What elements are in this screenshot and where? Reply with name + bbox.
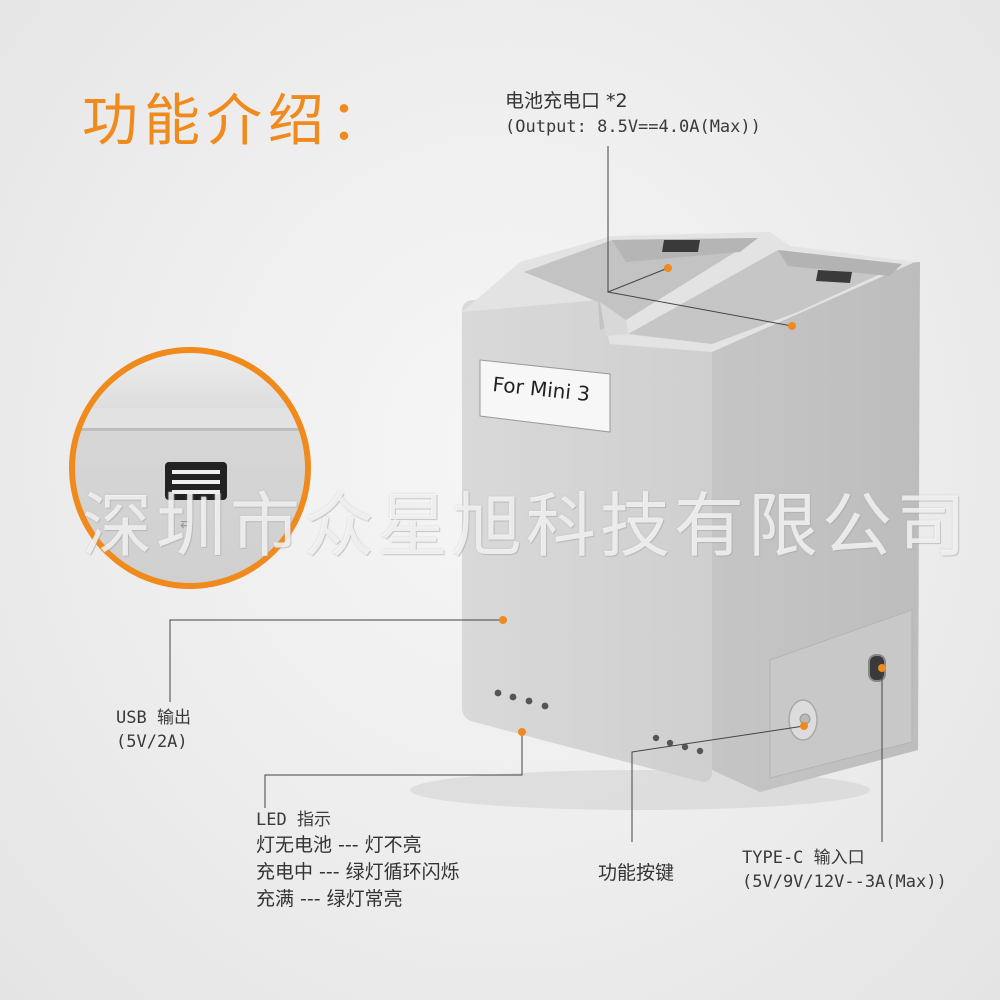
callout-dot-typec <box>878 664 886 672</box>
led-side-1 <box>652 734 660 742</box>
svg-text:⇄: ⇄ <box>180 516 192 532</box>
callout-line-button <box>631 725 805 842</box>
callout-dot-battery-left <box>664 264 672 272</box>
typec-input-spec: (5V/9V/12V--3A(Max)) <box>742 872 947 892</box>
callout-dot-usb <box>499 616 507 624</box>
led-state-no-battery: 灯无电池 --- 灯不亮 <box>256 834 422 856</box>
led-side-3 <box>681 743 689 751</box>
callout-usb-output: USB 输出 (5V/2A) <box>116 706 191 754</box>
function-button-title: 功能按键 <box>598 862 675 884</box>
battery-port-title: 电池充电口 *2 <box>505 90 628 112</box>
led-state-full: 充满 --- 绿灯常亮 <box>256 888 403 910</box>
callout-dot-button <box>800 722 808 730</box>
led-front-1 <box>494 689 502 697</box>
led-front-3 <box>525 697 533 705</box>
usb-output-spec: (5V/2A) <box>116 732 188 752</box>
slot-connector-right <box>816 270 852 283</box>
callout-typec-input: TYPE-C 输入口 (5V/9V/12V--3A(Max)) <box>742 846 947 894</box>
watermark: 深圳市众星旭科技有限公司 <box>82 485 970 567</box>
battery-slot-left <box>524 238 758 330</box>
callout-line-led <box>264 732 523 808</box>
led-title: LED 指示 <box>256 810 331 830</box>
callout-battery-port: 电池充电口 *2 (Output: 8.5V==4.0A(Max)) <box>505 88 761 139</box>
slot-connector-left <box>662 240 700 252</box>
zoom-circle-border <box>69 347 311 589</box>
led-state-charging: 充电中 --- 绿灯循环闪烁 <box>256 861 460 883</box>
callout-line-usb <box>169 619 503 702</box>
product-label-sticker <box>479 359 611 433</box>
led-side-2 <box>666 739 674 747</box>
led-front-4 <box>541 702 549 710</box>
callout-led: LED 指示 灯无电池 --- 灯不亮 充电中 --- 绿灯循环闪烁 充满 --… <box>256 808 460 913</box>
usb-output-title: USB 输出 <box>116 708 191 728</box>
page-title: 功能介绍： <box>82 89 392 154</box>
typec-input-title: TYPE-C 输入口 <box>742 848 865 868</box>
battery-port-spec: (Output: 8.5V==4.0A(Max)) <box>505 117 761 137</box>
led-front-2 <box>509 693 517 701</box>
led-side-4 <box>696 747 704 755</box>
callout-function-button: 功能按键 <box>598 860 674 887</box>
callout-dot-battery-right <box>788 322 796 330</box>
callout-dot-led <box>518 728 526 736</box>
